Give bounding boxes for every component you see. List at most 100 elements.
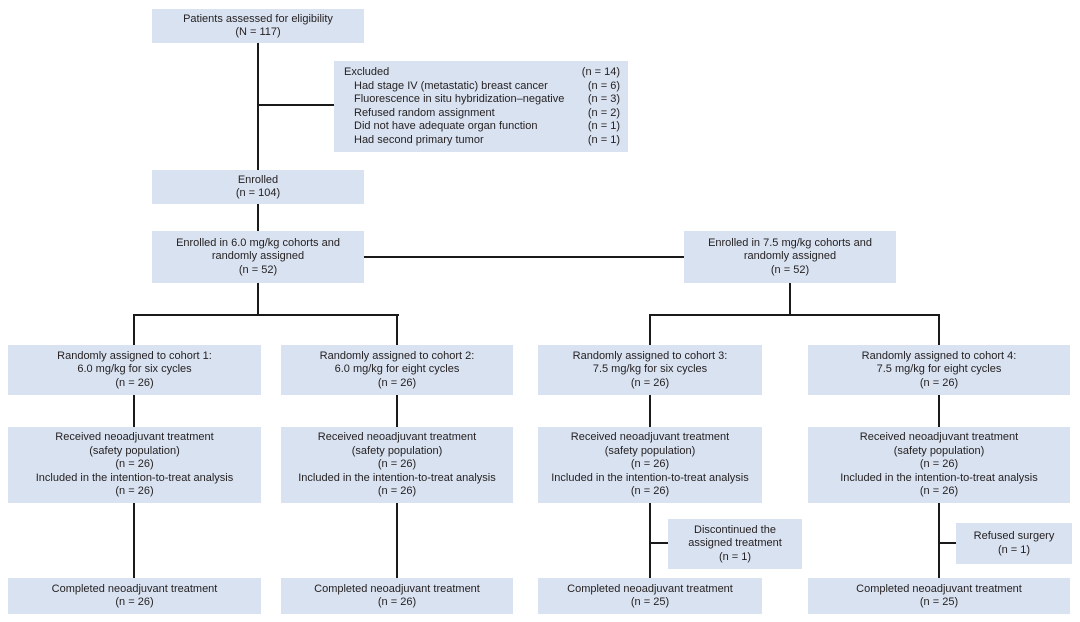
arm-6-0-line3: (n = 52) (238, 263, 278, 276)
box-discontinued: Discontinued the assigned treatment (n =… (668, 519, 802, 569)
connector-arm60-arm75 (364, 256, 684, 258)
received-4-line4: Included in the intention-to-treat analy… (840, 471, 1038, 484)
connector-split-left (133, 314, 399, 316)
connector-received4-completed4 (938, 503, 940, 578)
box-refused-surgery: Refused surgery (n = 1) (956, 523, 1072, 564)
received-2-line4: Included in the intention-to-treat analy… (298, 471, 496, 484)
excluded-row-reason: Refused random assignment (n = 2) (344, 107, 620, 121)
cohort-3-line1: Randomly assigned to cohort 3: (572, 349, 728, 362)
excluded-reason-count: (n = 2) (587, 106, 620, 119)
enrolled-line2: (n = 104) (235, 187, 281, 199)
box-arm-6-0: Enrolled in 6.0 mg/kg cohorts and random… (152, 231, 364, 283)
excluded-reason-count: (n = 6) (587, 79, 620, 92)
arm-6-0-line2: randomly assigned (211, 250, 305, 263)
arm-7-5-line2: randomly assigned (743, 250, 837, 263)
excluded-row-reason: Did not have adequate organ function (n … (344, 120, 620, 134)
refused-line1: Refused surgery (973, 530, 1055, 542)
connector-arm60-split (257, 283, 259, 316)
box-completed-1: Completed neoadjuvant treatment (n = 26) (8, 578, 261, 614)
completed-2-line2: (n = 26) (377, 596, 417, 608)
box-completed-3: Completed neoadjuvant treatment (n = 25) (538, 578, 762, 614)
connector-split-right (649, 314, 940, 316)
eligibility-line1: Patients assessed for eligibility (183, 12, 333, 25)
arm-7-5-line3: (n = 52) (770, 263, 810, 276)
discontinued-line3: (n = 1) (718, 550, 752, 563)
box-received-1: Received neoadjuvant treatment (safety p… (8, 427, 261, 503)
received-1-line1: Received neoadjuvant treatment (55, 431, 214, 444)
completed-4-line1: Completed neoadjuvant treatment (856, 582, 1022, 595)
cohort-3-line2: 7.5 mg/kg for six cycles (592, 363, 708, 376)
connector-received3-completed3 (649, 503, 651, 578)
connector-split-cohort2 (396, 314, 398, 345)
connector-enrolled-arm60 (257, 204, 259, 231)
excluded-row-reason: Had stage IV (metastatic) breast cancer … (344, 80, 620, 94)
connector-arm75-split (789, 283, 791, 316)
connector-received2-completed2 (396, 503, 398, 578)
connector-to-discontinued (650, 542, 668, 544)
received-3-line5: (n = 26) (630, 485, 670, 498)
arm-6-0-line1: Enrolled in 6.0 mg/kg cohorts and (176, 236, 340, 249)
connector-split-cohort1 (133, 314, 135, 345)
connector-to-excluded (258, 104, 334, 106)
cohort-4-line3: (n = 26) (919, 376, 959, 389)
completed-2-line1: Completed neoadjuvant treatment (314, 582, 480, 595)
box-received-3: Received neoadjuvant treatment (safety p… (538, 427, 762, 503)
arm-7-5-line1: Enrolled in 7.5 mg/kg cohorts and (708, 236, 872, 249)
completed-3-line1: Completed neoadjuvant treatment (567, 582, 733, 595)
box-arm-7-5: Enrolled in 7.5 mg/kg cohorts and random… (684, 231, 896, 283)
box-cohort-3: Randomly assigned to cohort 3: 7.5 mg/kg… (538, 345, 762, 395)
excluded-reason-count: (n = 1) (587, 133, 620, 146)
received-4-line5: (n = 26) (919, 485, 959, 498)
received-4-line2: (safety population) (893, 444, 985, 457)
completed-4-line2: (n = 25) (919, 596, 959, 608)
connector-cohort3-received3 (649, 395, 651, 427)
connector-eligibility-enrolled (257, 43, 259, 170)
excluded-row-reason: Fluorescence in situ hybridization–negat… (344, 93, 620, 107)
connector-split-cohort3 (649, 314, 651, 345)
enrolled-line1: Enrolled (237, 173, 279, 186)
received-1-line3: (n = 26) (115, 458, 154, 471)
excluded-reason-label: Fluorescence in situ hybridization–negat… (354, 93, 565, 105)
box-excluded: Excluded (n = 14) Had stage IV (metastat… (334, 61, 628, 152)
connector-to-refused (939, 542, 956, 544)
completed-3-line2: (n = 25) (630, 596, 670, 608)
received-2-line5: (n = 26) (377, 485, 417, 498)
received-2-line1: Received neoadjuvant treatment (317, 431, 477, 444)
received-1-line5: (n = 26) (115, 485, 154, 498)
discontinued-line1: Discontinued the (694, 523, 776, 536)
connector-cohort1-received1 (133, 395, 135, 427)
box-completed-2: Completed neoadjuvant treatment (n = 26) (281, 578, 513, 614)
connector-cohort2-received2 (396, 395, 398, 427)
excluded-reason-label: Had second primary tumor (354, 133, 484, 146)
excluded-title-count: (n = 14) (581, 66, 620, 78)
excluded-reason-label: Refused random assignment (354, 106, 495, 119)
received-3-line3: (n = 26) (630, 458, 670, 471)
received-2-line2: (safety population) (351, 444, 443, 457)
received-1-line2: (safety population) (89, 444, 180, 457)
box-cohort-4: Randomly assigned to cohort 4: 7.5 mg/kg… (808, 345, 1070, 395)
cohort-4-line1: Randomly assigned to cohort 4: (861, 349, 1017, 362)
completed-1-line2: (n = 26) (115, 596, 154, 608)
cohort-4-line2: 7.5 mg/kg for eight cycles (876, 363, 1002, 376)
eligibility-line2: (N = 117) (235, 26, 281, 38)
excluded-row-title: Excluded (n = 14) (344, 66, 620, 80)
refused-line2: (n = 1) (997, 543, 1031, 556)
received-2-line3: (n = 26) (377, 458, 417, 471)
discontinued-line2: assigned treatment (688, 537, 782, 550)
box-cohort-1: Randomly assigned to cohort 1: 6.0 mg/kg… (8, 345, 261, 395)
received-1-line4: Included in the intention-to-treat analy… (35, 471, 234, 484)
received-4-line3: (n = 26) (919, 458, 959, 471)
cohort-1-line1: Randomly assigned to cohort 1: (57, 349, 212, 362)
box-enrolled: Enrolled (n = 104) (152, 170, 364, 204)
excluded-reason-count: (n = 1) (587, 120, 620, 132)
cohort-2-line1: Randomly assigned to cohort 2: (319, 349, 475, 362)
cohort-2-line3: (n = 26) (377, 376, 417, 389)
connector-split-cohort4 (938, 314, 940, 345)
excluded-reason-label: Had stage IV (metastatic) breast cancer (354, 79, 548, 92)
box-completed-4: Completed neoadjuvant treatment (n = 25) (808, 578, 1070, 614)
box-eligibility: Patients assessed for eligibility (N = 1… (152, 9, 364, 43)
excluded-title-label: Excluded (344, 66, 390, 78)
connector-received1-completed1 (133, 503, 135, 578)
excluded-row-reason: Had second primary tumor (n = 1) (344, 134, 620, 148)
